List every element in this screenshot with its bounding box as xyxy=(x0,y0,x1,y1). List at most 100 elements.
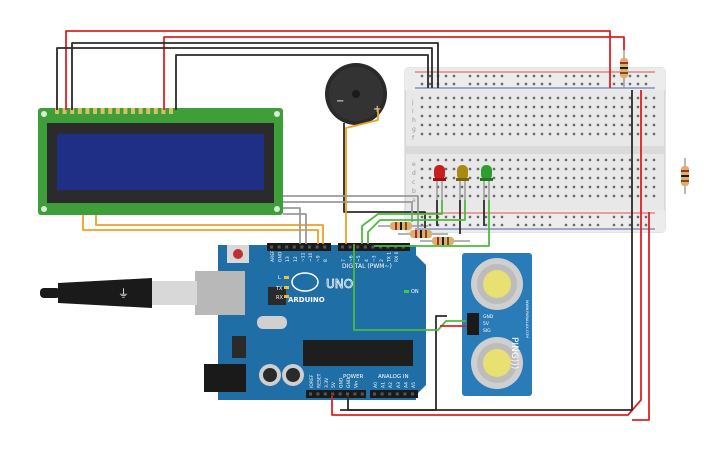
breadboard-hole[interactable] xyxy=(636,132,640,136)
wire-gray[interactable] xyxy=(283,195,419,228)
breadboard-hole[interactable] xyxy=(524,185,528,189)
breadboard-rail-hole[interactable] xyxy=(564,223,568,227)
breadboard-hole[interactable] xyxy=(628,194,632,198)
breadboard-hole[interactable] xyxy=(628,158,632,162)
breadboard-hole[interactable] xyxy=(460,123,464,127)
breadboard-rail-hole[interactable] xyxy=(612,74,616,78)
lcd-pin[interactable] xyxy=(77,108,82,114)
breadboard-hole[interactable] xyxy=(476,176,480,180)
breadboard-hole[interactable] xyxy=(436,132,440,136)
arduino-pin[interactable] xyxy=(403,392,407,396)
arduino-pin[interactable] xyxy=(395,392,399,396)
breadboard-hole[interactable] xyxy=(604,123,608,127)
breadboard-hole[interactable] xyxy=(500,194,504,198)
breadboard-hole[interactable] xyxy=(516,194,520,198)
breadboard-hole[interactable] xyxy=(508,158,512,162)
breadboard-hole[interactable] xyxy=(460,105,464,109)
breadboard-hole[interactable] xyxy=(652,176,656,180)
breadboard-hole[interactable] xyxy=(420,185,424,189)
arduino-pin[interactable] xyxy=(346,392,349,396)
breadboard-hole[interactable] xyxy=(524,194,528,198)
breadboard-hole[interactable] xyxy=(580,132,584,136)
breadboard-hole[interactable] xyxy=(524,132,528,136)
breadboard-hole[interactable] xyxy=(508,123,512,127)
breadboard-hole[interactable] xyxy=(628,132,632,136)
breadboard-rail-hole[interactable] xyxy=(636,223,640,227)
breadboard-hole[interactable] xyxy=(548,176,552,180)
breadboard-rail-hole[interactable] xyxy=(444,215,448,219)
breadboard-hole[interactable] xyxy=(620,158,624,162)
breadboard-hole[interactable] xyxy=(556,105,560,109)
lcd-pin[interactable] xyxy=(100,108,105,114)
breadboard-hole[interactable] xyxy=(452,132,456,136)
breadboard-hole[interactable] xyxy=(548,185,552,189)
breadboard-hole[interactable] xyxy=(652,185,656,189)
breadboard-hole[interactable] xyxy=(628,123,632,127)
breadboard-hole[interactable] xyxy=(604,176,608,180)
breadboard-rail-hole[interactable] xyxy=(524,223,528,227)
arduino-pin[interactable] xyxy=(323,245,327,249)
breadboard-hole[interactable] xyxy=(476,185,480,189)
breadboard-hole[interactable] xyxy=(420,176,424,180)
breadboard-rail-hole[interactable] xyxy=(588,74,592,78)
breadboard-hole[interactable] xyxy=(428,167,432,171)
breadboard-hole[interactable] xyxy=(652,158,656,162)
breadboard-rail-hole[interactable] xyxy=(444,74,448,78)
breadboard-rail-hole[interactable] xyxy=(540,215,544,219)
breadboard-hole[interactable] xyxy=(484,96,488,100)
breadboard-rail-hole[interactable] xyxy=(620,82,624,86)
breadboard-rail-hole[interactable] xyxy=(420,74,424,78)
breadboard-rail-hole[interactable] xyxy=(428,74,432,78)
wire-black[interactable] xyxy=(340,90,633,411)
breadboard-hole[interactable] xyxy=(444,185,448,189)
breadboard-hole[interactable] xyxy=(492,185,496,189)
breadboard-hole[interactable] xyxy=(540,158,544,162)
breadboard-hole[interactable] xyxy=(628,185,632,189)
breadboard-hole[interactable] xyxy=(596,132,600,136)
breadboard-hole[interactable] xyxy=(532,132,536,136)
breadboard-rail-hole[interactable] xyxy=(644,215,648,219)
breadboard-hole[interactable] xyxy=(628,105,632,109)
breadboard-hole[interactable] xyxy=(588,167,592,171)
breadboard-hole[interactable] xyxy=(444,105,448,109)
arduino-pin[interactable] xyxy=(363,245,367,249)
breadboard-rail-hole[interactable] xyxy=(540,82,544,86)
breadboard-hole[interactable] xyxy=(644,194,648,198)
wire-orange[interactable] xyxy=(345,108,379,244)
breadboard-hole[interactable] xyxy=(604,96,608,100)
breadboard-hole[interactable] xyxy=(564,194,568,198)
breadboard-hole[interactable] xyxy=(620,105,624,109)
breadboard-rail-hole[interactable] xyxy=(476,74,480,78)
breadboard-hole[interactable] xyxy=(620,167,624,171)
breadboard-hole[interactable] xyxy=(468,194,472,198)
breadboard-rail-hole[interactable] xyxy=(620,215,624,219)
breadboard-hole[interactable] xyxy=(556,96,560,100)
breadboard-hole[interactable] xyxy=(612,123,616,127)
arduino-uno[interactable]: ⏚ ARDUINO UNO DIGITAL (PWM~) POWER xyxy=(40,243,426,400)
breadboard-hole[interactable] xyxy=(428,194,432,198)
wire-orange[interactable] xyxy=(82,215,319,244)
breadboard-rail-hole[interactable] xyxy=(444,223,448,227)
breadboard-hole[interactable] xyxy=(580,96,584,100)
breadboard-hole[interactable] xyxy=(548,194,552,198)
breadboard-hole[interactable] xyxy=(588,96,592,100)
breadboard-hole[interactable] xyxy=(428,114,432,118)
breadboard-hole[interactable] xyxy=(436,158,440,162)
breadboard-hole[interactable] xyxy=(532,114,536,118)
breadboard-rail-hole[interactable] xyxy=(596,223,600,227)
breadboard-rail-hole[interactable] xyxy=(516,74,520,78)
arduino-pin[interactable] xyxy=(315,245,319,249)
breadboard-hole[interactable] xyxy=(636,105,640,109)
breadboard-rail-hole[interactable] xyxy=(636,215,640,219)
breadboard-hole[interactable] xyxy=(428,132,432,136)
breadboard-rail-hole[interactable] xyxy=(628,215,632,219)
arduino-pin[interactable] xyxy=(270,245,273,249)
breadboard-hole[interactable] xyxy=(556,132,560,136)
breadboard-rail-hole[interactable] xyxy=(524,215,528,219)
breadboard-hole[interactable] xyxy=(484,185,488,189)
arduino-pin[interactable] xyxy=(308,245,311,249)
breadboard-hole[interactable] xyxy=(492,114,496,118)
breadboard-hole[interactable] xyxy=(500,132,504,136)
breadboard-hole[interactable] xyxy=(596,105,600,109)
breadboard-hole[interactable] xyxy=(604,132,608,136)
